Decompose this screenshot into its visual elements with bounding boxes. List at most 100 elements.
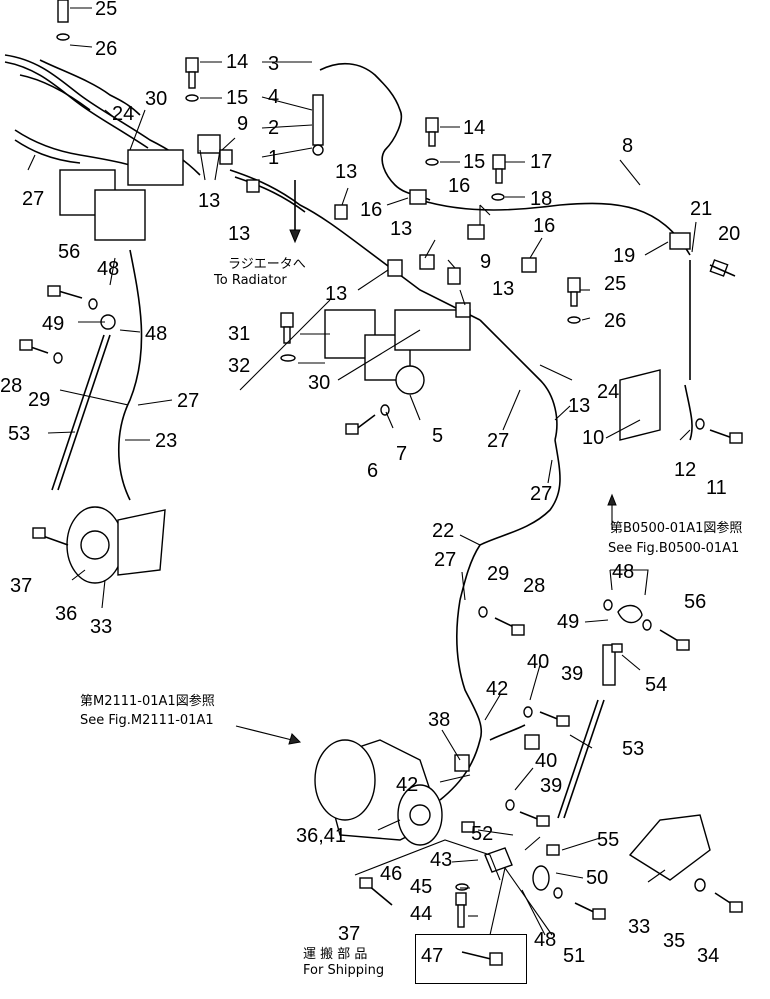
- callout: 49: [557, 611, 579, 633]
- for-shipping-label: 運 搬 部 品 For Shipping: [303, 947, 413, 979]
- callout: 12: [674, 459, 696, 481]
- callout: 9: [237, 113, 248, 135]
- callout: 47: [421, 945, 444, 967]
- callout: 46: [380, 863, 402, 885]
- callout: 13: [198, 190, 220, 212]
- callout: 5: [432, 425, 443, 447]
- callout: 50: [586, 867, 608, 889]
- callout: 53: [622, 738, 644, 760]
- callout: 56: [58, 241, 80, 263]
- callout: 8: [622, 135, 633, 157]
- callout: 39: [561, 663, 583, 685]
- callout: 27: [487, 430, 509, 452]
- callout: 43: [430, 849, 452, 871]
- callout: 27: [22, 188, 44, 210]
- callout: 9: [480, 251, 491, 273]
- callout: 30: [308, 372, 330, 394]
- callout: 23: [155, 430, 177, 452]
- callout: 26: [95, 38, 117, 60]
- callout: 29: [28, 389, 50, 411]
- callout: 36,41: [296, 825, 346, 847]
- callout: 13: [568, 395, 590, 417]
- reference-notes: ラジエータへ To Radiator 第B0500-01A1図参照 See Fi…: [80, 257, 742, 728]
- callout: 13: [492, 278, 514, 300]
- callout: 24: [597, 381, 619, 403]
- to-radiator-jp: ラジエータへ: [228, 257, 306, 272]
- callout: 40: [535, 750, 557, 772]
- callout: 13: [228, 223, 250, 245]
- callout: 48: [145, 323, 167, 345]
- callout: 48: [612, 561, 634, 583]
- callout: 19: [613, 245, 635, 267]
- callout: 36: [55, 603, 77, 625]
- callout: 27: [530, 483, 552, 505]
- callout: 13: [325, 283, 347, 305]
- callout: 25: [604, 273, 626, 295]
- callout: 1: [268, 147, 279, 169]
- callout: 21: [690, 198, 712, 220]
- leader-lines: [27, 7, 697, 936]
- callout: 2: [268, 117, 279, 139]
- callout: 18: [530, 188, 552, 210]
- callout: 31: [228, 323, 250, 345]
- callout: 22: [432, 520, 454, 542]
- callout: 55: [597, 829, 619, 851]
- ref-m2111-en: See Fig.M2111-01A1: [80, 713, 214, 728]
- ref-b0500-jp: 第B0500-01A1図参照: [610, 520, 742, 536]
- callout: 26: [604, 310, 626, 332]
- callout: 16: [448, 175, 470, 197]
- shipping-parts-box: [415, 934, 527, 984]
- to-radiator-en: To Radiator: [213, 273, 287, 288]
- callout: 24: [112, 103, 134, 125]
- callout: 25: [95, 0, 117, 20]
- callout: 40: [527, 651, 549, 673]
- callout: 7: [396, 443, 407, 465]
- ref-b0500-en: See Fig.B0500-01A1: [608, 541, 739, 556]
- callout: 42: [396, 774, 418, 796]
- callout: 17: [530, 151, 552, 173]
- callout: 15: [463, 151, 485, 173]
- callout: 27: [434, 549, 456, 571]
- callout: 20: [718, 223, 740, 245]
- callout-numbers: 25 26 30 24 27 14 15 9 13 13 3 4 2 1 13 …: [0, 0, 740, 967]
- callout: 15: [226, 87, 248, 109]
- callout: 32: [228, 355, 250, 377]
- callout: 3: [268, 53, 279, 75]
- callout: 29: [487, 563, 509, 585]
- callout: 48: [97, 258, 119, 280]
- callout: 16: [533, 215, 555, 237]
- callout: 28: [0, 375, 22, 397]
- callout: 6: [367, 460, 378, 482]
- callout: 53: [8, 423, 30, 445]
- callout: 33: [628, 916, 650, 938]
- callout: 37: [10, 575, 32, 597]
- callout: 10: [582, 427, 604, 449]
- callout: 38: [428, 709, 450, 731]
- shipping-en: For Shipping: [303, 963, 385, 978]
- components: [51, 94, 711, 891]
- callout: 37: [338, 923, 360, 945]
- callout: 27: [177, 390, 199, 412]
- callout: 44: [410, 903, 432, 925]
- callout: 42: [486, 678, 508, 700]
- callout: 11: [706, 477, 727, 499]
- callout: 54: [645, 674, 667, 696]
- callout: 14: [226, 51, 248, 73]
- callout: 33: [90, 616, 112, 638]
- wire-harness: [4, 54, 693, 801]
- callout: 13: [335, 161, 357, 183]
- callout: 30: [145, 88, 167, 110]
- callout: 49: [42, 313, 64, 335]
- callout: 13: [390, 218, 412, 240]
- callout: 34: [697, 945, 719, 967]
- callout: 4: [268, 86, 279, 108]
- callout: 14: [463, 117, 485, 139]
- callout: 48: [534, 929, 556, 951]
- ref-m2111-jp: 第M2111-01A1図参照: [80, 693, 215, 709]
- callout: 35: [663, 930, 685, 952]
- callout: 56: [684, 591, 706, 613]
- shipping-jp: 運 搬 部 品: [303, 947, 368, 962]
- callout: 39: [540, 775, 562, 797]
- fasteners: [19, 0, 743, 966]
